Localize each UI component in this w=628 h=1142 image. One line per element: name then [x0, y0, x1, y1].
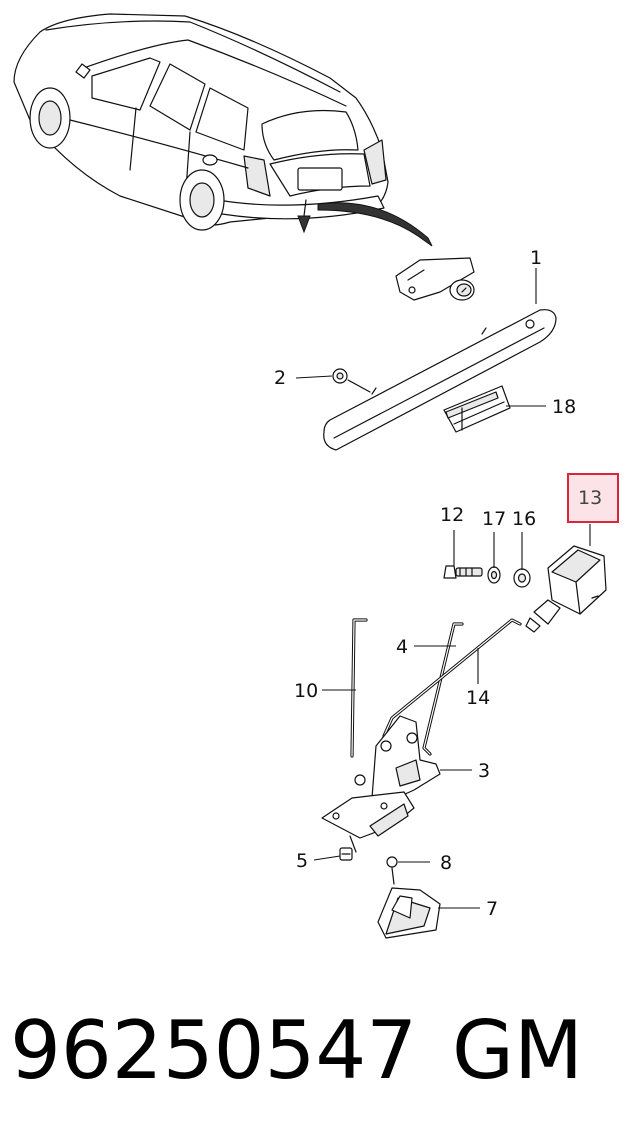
- nut-2: [332, 368, 371, 393]
- striker-7: [377, 887, 441, 939]
- washer-17: [487, 566, 501, 584]
- callout-13-highlight-box: [567, 473, 619, 523]
- rod-10: [350, 618, 368, 758]
- actuator-13: [525, 545, 607, 633]
- callout-8: 8: [440, 852, 452, 874]
- callout-12: 12: [440, 504, 464, 526]
- screw-8: [386, 856, 398, 885]
- leader-lines: [295, 268, 591, 909]
- callout-7: 7: [486, 898, 498, 920]
- callout-16: 16: [512, 508, 536, 530]
- brand-name: GM: [452, 1004, 584, 1097]
- callout-1: 1: [530, 247, 542, 269]
- callout-13: 13: [578, 487, 602, 509]
- callout-14: 14: [466, 687, 490, 709]
- part-number: 96250547: [10, 1004, 418, 1097]
- rod-14: [382, 618, 522, 738]
- bolt-5: [339, 847, 353, 861]
- callout-4: 4: [396, 636, 408, 658]
- nut-16: [513, 568, 531, 588]
- callout-2: 2: [274, 367, 286, 389]
- footer: 96250547 GM: [0, 996, 628, 1106]
- callout-3: 3: [478, 760, 490, 782]
- rod-4: [422, 622, 464, 756]
- handle-switch-18: [443, 385, 511, 433]
- latch-assembly-3: [321, 715, 441, 853]
- callout-18: 18: [552, 396, 576, 418]
- callout-10: 10: [294, 680, 318, 702]
- tailgate-handle-garnish: [323, 309, 557, 451]
- bolt-12: [443, 565, 483, 579]
- lock-cylinder-bracket: [395, 257, 475, 301]
- callout-5: 5: [296, 850, 308, 872]
- car-illustration: [13, 13, 433, 247]
- callout-17: 17: [482, 508, 506, 530]
